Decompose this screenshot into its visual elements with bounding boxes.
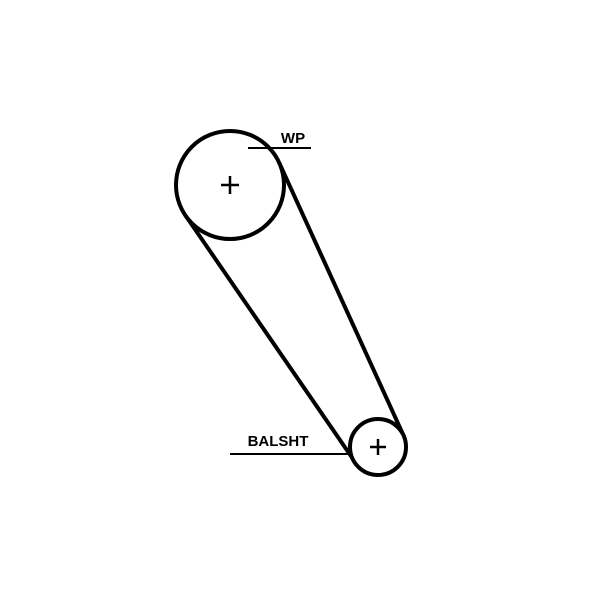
belt-right-span — [277, 161, 406, 437]
wp-center-cross-icon — [221, 176, 239, 194]
balsht-label: BALSHT — [248, 433, 309, 450]
belt-left-span — [183, 214, 357, 463]
balsht-center-cross-icon — [370, 439, 386, 455]
wp-label: WP — [281, 130, 305, 147]
